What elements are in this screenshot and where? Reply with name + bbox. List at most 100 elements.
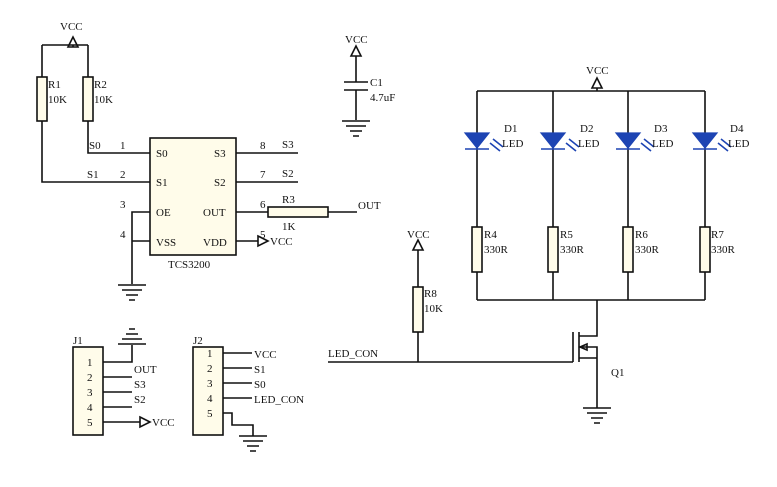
d1-ref: D1 [504,123,517,135]
ic-pin4-num: 4 [120,229,126,241]
d3-value: LED [652,138,673,150]
r3-ref: R3 [282,194,295,206]
ic-pin4-name: VSS [156,237,176,249]
vcc-symbol-r8 [411,238,425,251]
resistor-r7 [699,226,711,273]
ic-pin8-name: S3 [214,148,226,160]
led-d4-icon [691,132,719,149]
connector-j1 [72,346,104,436]
ic-tcs3200 [149,137,237,256]
net-label-s2-ic: S2 [282,168,294,180]
vcc-label-leds: VCC [586,65,609,77]
led-d1-rays [489,138,504,152]
j2-pin3-num: 3 [207,378,213,390]
resistor-r3 [267,206,329,218]
j2-pin5-num: 5 [207,408,213,420]
d4-ref: D4 [730,123,744,135]
vcc-arrow-j1 [139,415,152,429]
led-d3-icon [614,132,642,149]
wire-s0 [87,121,150,154]
led-d2-rays [565,138,580,152]
d3-ref: D3 [654,123,668,135]
ic-pin6-num: 6 [260,199,266,211]
led-d2-icon [539,132,567,149]
r4-ref: R4 [484,229,497,241]
j1-pin1-num: 1 [87,357,93,369]
j2-pin2-label: S1 [254,364,266,376]
net-label-s0: S0 [89,140,101,152]
vcc-symbol-c1 [349,44,363,57]
resistor-r2 [82,76,94,122]
vcc-label-r8: VCC [407,229,430,241]
wire-led-bus-bottom [477,299,705,332]
vcc-label: VCC [60,21,83,33]
ic-pin3-name: OE [156,207,171,219]
j1-pin-wires [103,345,140,423]
j1-pin4-num: 4 [87,402,93,414]
r8-ref: R8 [424,288,437,300]
j1-pin2-label: OUT [134,364,157,376]
r2-value: 10K [94,94,113,106]
c1-ref: C1 [370,77,383,89]
j1-pin4-label: S2 [134,394,146,406]
r5-ref: R5 [560,229,573,241]
mosfet-q1-icon [572,332,598,408]
ground-symbol-j1 [118,328,146,345]
net-label-led-con: LED_CON [328,348,378,360]
ic-pin8-num: 8 [260,140,266,152]
j1-pin5-num: 5 [87,417,93,429]
ic-pin1-name: S0 [156,148,168,160]
wire-s1 [41,121,150,183]
d4-value: LED [728,138,749,150]
ic-pin1-num: 1 [120,140,126,152]
ic-pin5-name: VDD [203,237,227,249]
ic-name: TCS3200 [168,259,211,271]
j2-pin2-num: 2 [207,363,213,375]
resistor-r6 [622,226,634,273]
r1-ref: R1 [48,79,61,91]
ground-symbol-q1 [583,407,611,424]
j2-pin4-num: 4 [207,393,213,405]
capacitor-c1 [344,56,368,120]
r1-value: 10K [48,94,67,106]
r8-value: 10K [424,303,443,315]
d1-value: LED [502,138,523,150]
resistor-r1 [36,76,48,122]
r2-ref: R2 [94,79,107,91]
net-label-s1: S1 [87,169,99,181]
vcc-label-c1: VCC [345,34,368,46]
net-label-out-ic: OUT [358,200,381,212]
j1-ref: J1 [73,335,83,347]
j2-pin1-label: VCC [254,349,277,361]
q1-ref: Q1 [611,367,624,379]
vcc-label-vdd: VCC [270,236,293,248]
vcc-arrow-vdd [257,234,270,248]
net-label-s3-ic: S3 [282,139,294,151]
r6-value: 330R [635,244,660,256]
resistor-r8 [412,286,424,333]
resistor-r4 [471,226,483,273]
vcc-symbol-leds [590,76,604,89]
vcc-symbol-r1r2: VCC [60,21,83,48]
r5-value: 330R [560,244,585,256]
led-d4-rays [717,138,732,152]
connector-j2 [192,346,224,436]
resistor-r5 [547,226,559,273]
j2-pin-wires [223,352,254,436]
c1-value: 4.7uF [370,92,395,104]
r3-value: 1K [282,221,296,233]
j2-ref: J2 [193,335,203,347]
ic-pin2-name: S1 [156,177,168,189]
wire-led-bus-top [477,88,705,92]
ground-symbol-c1 [342,120,370,137]
j1-pin2-num: 2 [87,372,93,384]
d2-value: LED [578,138,599,150]
ic-pin7-name: S2 [214,177,226,189]
r7-value: 330R [711,244,736,256]
ic-pin6-name: OUT [203,207,226,219]
d2-ref: D2 [580,123,593,135]
j2-pin1-num: 1 [207,348,213,360]
ic-pin5-num: 5 [260,229,266,241]
ground-symbol-ic [118,284,146,301]
